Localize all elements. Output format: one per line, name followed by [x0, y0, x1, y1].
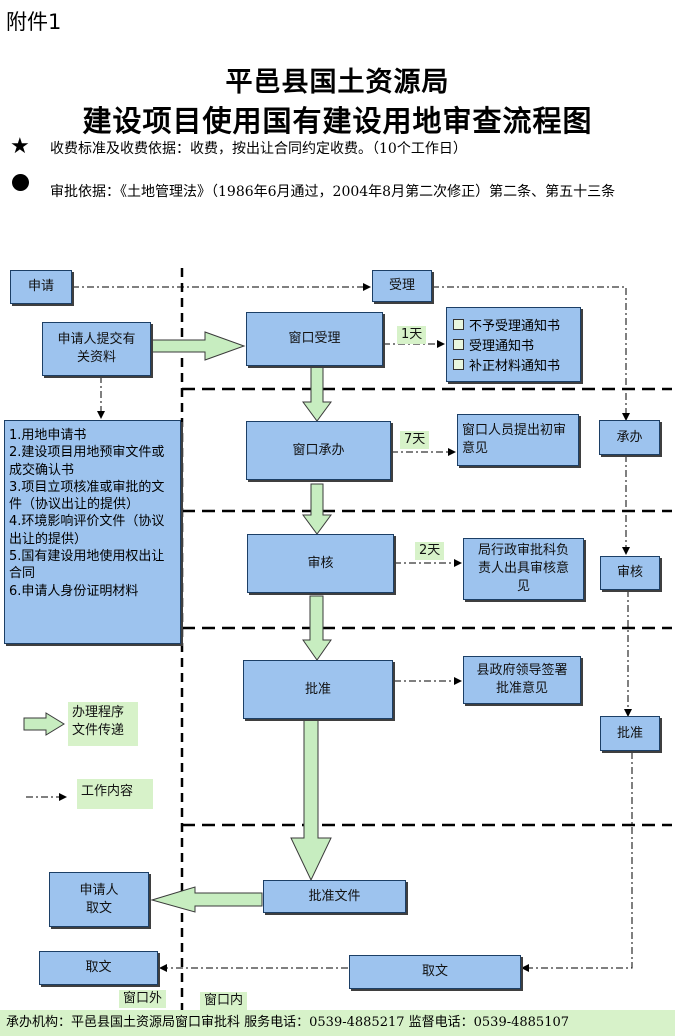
checkbox-icon — [453, 338, 464, 350]
window-handle-box: 窗口承办 — [246, 421, 391, 480]
legend-block-arrow — [23, 712, 65, 736]
star-icon: ★ — [10, 134, 30, 159]
document-item: 6.申请人身份证明材料 — [9, 583, 139, 599]
fee-note: 收费标准及收费依据：收费，按出让合同约定收费。（10个工作日） — [50, 141, 467, 157]
bullet-icon — [12, 174, 29, 191]
pickup-right-box: 取文 — [349, 955, 521, 989]
attachment-label: 附件1 — [6, 10, 62, 34]
dash-arrow — [432, 286, 630, 421]
block-arrow — [302, 365, 332, 422]
block-arrow — [150, 331, 246, 361]
checkbox-icon — [453, 318, 464, 330]
page-title-line1: 平邑县国土资源局 — [225, 67, 450, 98]
notice-item: 受理通知书 — [453, 334, 580, 354]
applicant-pickup-box: 申请人取文 — [49, 872, 149, 927]
accept-box: 受理 — [372, 270, 432, 302]
approve-box: 批准 — [243, 660, 393, 719]
duration-label: 2天 — [415, 542, 445, 560]
block-arrow — [302, 595, 332, 661]
review-opinion-box: 局行政审批科负责人出具审核意见 — [463, 538, 584, 600]
pickup-left-box: 取文 — [39, 951, 158, 985]
document-item: 1.用地申请书 — [9, 428, 87, 443]
outside-window-label: 窗口外 — [119, 990, 167, 1008]
legend-dash-label: 工作内容 — [77, 779, 153, 809]
staff-opinion-box: 窗口人员提出初审意见 — [457, 414, 579, 466]
window-accept-box: 窗口受理 — [246, 312, 383, 366]
document-item: 5.国有建设用地使用权出让合同 — [9, 549, 165, 582]
inside-window-label: 窗口内 — [200, 992, 248, 1010]
review-box: 审核 — [247, 534, 394, 593]
approval-doc-box: 批准文件 — [263, 880, 406, 913]
approval-basis: 审批依据：《土地管理法》（1986年6月通过，2004年8月第二次修正）第二条、… — [50, 184, 616, 200]
footer-contact: 承办机构：平邑县国土资源局窗口审批科 服务电话：0539-4885217 监督电… — [0, 1010, 675, 1036]
duration-label: 1天 — [397, 326, 427, 344]
document-item: 4.环境影响评价文件（协议出让的提供） — [9, 514, 165, 547]
take-on-right-box: 承办 — [599, 420, 660, 455]
notice-label: 受理通知书 — [469, 338, 535, 354]
notice-list: 不予受理通知书 受理通知书 补正材料通知书 — [446, 307, 581, 382]
review-right-box: 审核 — [600, 556, 660, 590]
applicant-submit-box: 申请人提交有关资料 — [42, 322, 151, 376]
document-list: 1.用地申请书 2.建设项目用地预审文件或成交确认书 3.项目立项核准或审批的文… — [4, 420, 181, 644]
apply-box: 申请 — [10, 270, 72, 304]
document-item: 3.项目立项核准或审批的文件（协议出让的提供） — [9, 479, 165, 513]
dash-arrow — [521, 752, 633, 972]
document-item: 2.建设项目用地预审文件或成交确认书 — [9, 445, 165, 478]
approve-right-box: 批准 — [600, 716, 660, 751]
notice-item: 不予受理通知书 — [453, 314, 580, 334]
checkbox-icon — [453, 358, 464, 370]
notice-label: 补正材料通知书 — [469, 358, 561, 374]
page-title-line2: 建设项目使用国有建设用地审查流程图 — [82, 104, 593, 138]
notice-item: 补正材料通知书 — [453, 354, 580, 374]
gov-opinion-box: 县政府领导签署批准意见 — [463, 656, 581, 704]
block-arrow — [150, 886, 263, 913]
block-arrow — [302, 483, 332, 535]
notice-label: 不予受理通知书 — [469, 318, 561, 334]
block-arrow — [290, 718, 332, 882]
legend-arrow-label: 办理程序文件传递 — [68, 702, 138, 746]
duration-label: 7天 — [400, 431, 430, 449]
